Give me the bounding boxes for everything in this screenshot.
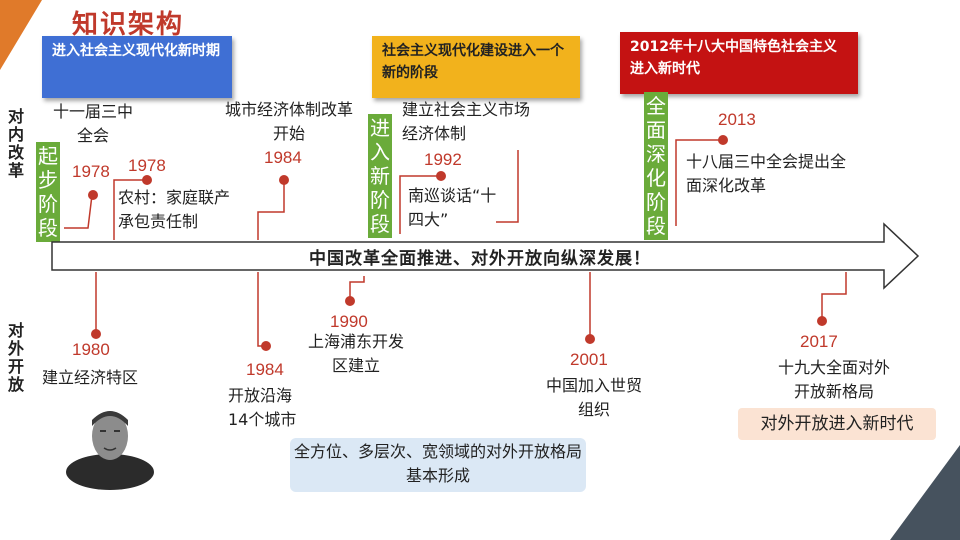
event-desc-1978-rural: 农村：家庭联产承包责任制 [118, 188, 231, 231]
event-desc-1980: 建立经济特区 [42, 368, 139, 387]
event-year-1978-rural: 1978 [128, 156, 166, 175]
line-2017 [821, 272, 847, 320]
line-1978a [64, 194, 93, 229]
event-desc-1992-tour: 南巡谈话“十四大” [408, 186, 497, 229]
event-year-1980: 1980 [72, 340, 110, 359]
event-desc-2013: 十八届三中全会提出全面深化改革 [686, 152, 847, 195]
event-year-2017: 2017 [800, 332, 838, 351]
stage-start: 起步阶段 [36, 142, 60, 242]
banner-new-stage: 社会主义现代化建设进入一个新的阶段 [372, 36, 580, 98]
event-desc-2017: 十九大全面对外开放新格局 [777, 358, 890, 401]
event-year-1984-coast: 1984 [246, 360, 284, 379]
event-dot-1978-rural [142, 175, 152, 185]
event-dot-1984-coast [261, 341, 271, 351]
event-year-1990: 1990 [330, 312, 368, 331]
event-dot-1990 [345, 296, 355, 306]
side-label-reform: 对内改革 [7, 107, 24, 180]
event-dot-1992 [436, 171, 446, 181]
event-year-1978-plenum: 1978 [72, 162, 110, 181]
event-desc-1984-coast: 开放沿海14个城市 [228, 386, 297, 429]
event-year-1992: 1992 [424, 150, 462, 169]
line-1990 [349, 276, 365, 300]
page-title: 知识架构 [72, 10, 185, 40]
line-1978b [113, 179, 146, 240]
event-desc-1984-city: 城市经济体制改革开始 [224, 100, 353, 143]
summary-box-opening-pattern: 全方位、多层次、宽领域的对外开放格局基本形成 [290, 438, 586, 492]
stage-new: 进入新阶段 [368, 114, 392, 238]
timeline-main-text: 中国改革全面推进、对外开放向纵深发展！ [309, 249, 651, 269]
side-label-opening: 对外开放 [7, 321, 24, 394]
timeline-arrow [51, 222, 920, 290]
line-1992b [496, 150, 519, 223]
banner-new-era: 2012年十八大中国特色社会主义进入新时代 [620, 32, 858, 94]
event-desc-1990: 上海浦东开发区建立 [307, 332, 404, 375]
line-1992 [399, 175, 440, 234]
summary-box-new-era: 对外开放进入新时代 [738, 408, 936, 440]
stage-deepen: 全面深化阶段 [644, 92, 668, 240]
event-year-2013: 2013 [718, 110, 756, 129]
event-desc-2001: 中国加入世贸组织 [545, 376, 642, 419]
corner-decoration-top-left [0, 0, 42, 70]
portrait-image [66, 411, 154, 490]
event-dot-2001 [585, 334, 595, 344]
banner-new-period: 进入社会主义现代化新时期 [42, 36, 232, 98]
corner-decoration-bottom-right [890, 445, 960, 540]
event-dot-1978-plenum [88, 190, 98, 200]
event-year-1984-city: 1984 [264, 148, 302, 167]
line-2013 [675, 139, 722, 226]
event-dot-2017 [817, 316, 827, 326]
event-dot-1980 [91, 329, 101, 339]
event-desc-1992-market: 建立社会主义市场经济体制 [402, 100, 531, 143]
event-dot-2013 [718, 135, 728, 145]
line-1984-top [257, 180, 285, 240]
event-year-2001: 2001 [570, 350, 608, 369]
event-desc-1978-plenum: 十一届三中全会 [52, 102, 133, 145]
event-dot-1984-city [279, 175, 289, 185]
